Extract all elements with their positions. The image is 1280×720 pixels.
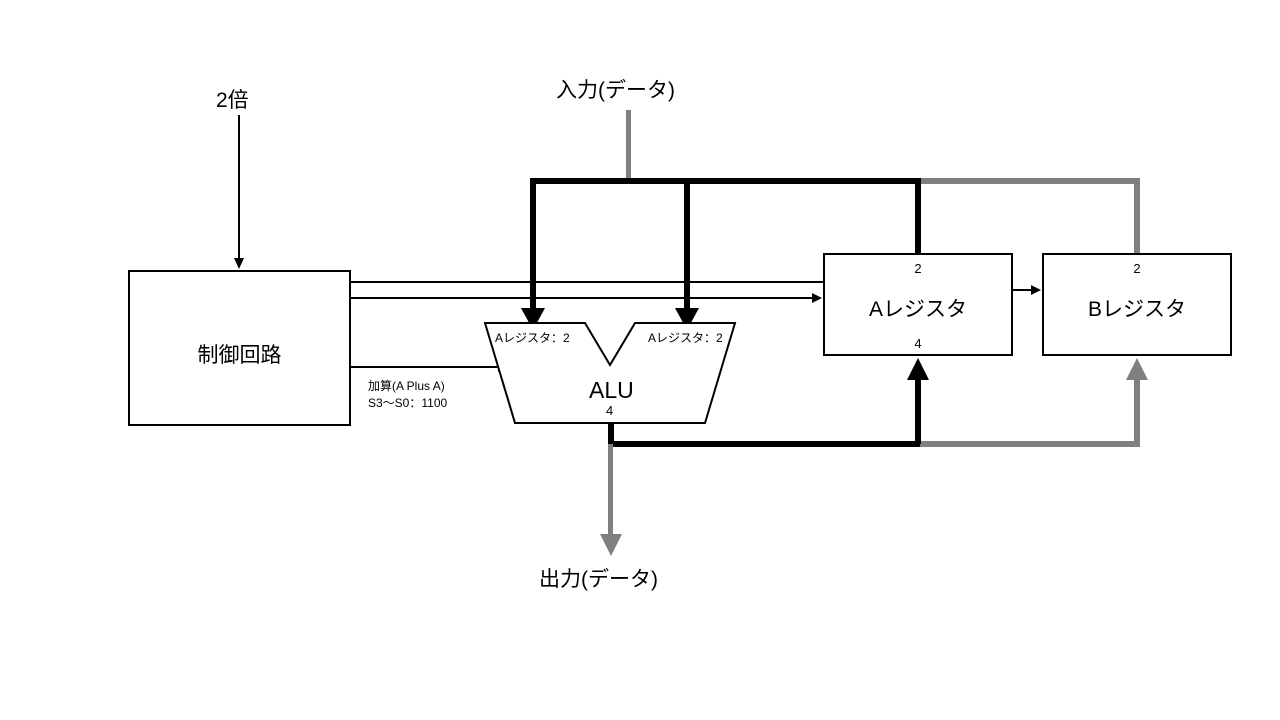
alu-input-right-label: Aレジスタ：2 (648, 331, 723, 345)
alu-output-drop-line (608, 422, 614, 447)
output-data-arrowhead (600, 534, 622, 556)
alu-outline (483, 322, 737, 424)
input-data-label: 入力(データ) (556, 79, 675, 102)
reg-a-to-reg-b-arrowhead (1031, 285, 1041, 295)
control-to-reg-a-arrowhead (812, 293, 822, 303)
diagram-title: 2倍 (216, 89, 249, 112)
bottom-bus-to-reg-b-arrowhead (1126, 358, 1148, 380)
bottom-bus-inactive-segment (920, 441, 1140, 447)
alu-block[interactable] (480, 318, 740, 428)
title-to-control-line (238, 115, 240, 260)
output-data-label: 出力(データ) (539, 568, 658, 591)
top-bus-inactive-segment (920, 178, 1140, 184)
control-to-reg-a-line-1 (351, 281, 823, 283)
reg-a-to-reg-b-line (1013, 289, 1033, 291)
output-data-line (608, 444, 613, 540)
control-circuit-label: 制御回路 (197, 344, 282, 367)
register-b-top-width-label: 2 (1133, 261, 1141, 276)
control-to-reg-a-line-2 (351, 297, 813, 299)
alu-output-width-label: 4 (606, 403, 614, 418)
register-b-label: Bレジスタ (1087, 298, 1186, 321)
register-a-block[interactable]: 2 Aレジスタ 4 (823, 253, 1013, 356)
control-signal-text: 加算(A Plus A) S3〜S0：1100 (368, 378, 447, 412)
bus-to-reg-b-line (1134, 178, 1140, 255)
bottom-bus-to-reg-a-line (915, 380, 921, 444)
bus-to-alu-right-line (684, 178, 690, 312)
register-b-block[interactable]: 2 Bレジスタ (1042, 253, 1232, 356)
control-signal-line-2: S3〜S0：1100 (368, 396, 448, 410)
control-to-alu-line (351, 366, 501, 368)
bus-to-reg-a-line (915, 178, 921, 255)
register-a-top-width-label: 2 (914, 261, 922, 276)
alu-input-left-label: Aレジスタ：2 (495, 331, 570, 345)
bottom-bus-active-segment (608, 441, 924, 447)
input-data-line (626, 110, 631, 182)
bottom-bus-to-reg-a-arrowhead (907, 358, 929, 380)
control-circuit-block[interactable]: 制御回路 (128, 270, 351, 426)
bus-to-alu-left-line (530, 178, 536, 312)
title-to-control-arrowhead (234, 258, 244, 269)
control-signal-line-1: 加算(A Plus A) (368, 379, 445, 393)
register-a-label: Aレジスタ (868, 298, 967, 321)
register-a-bottom-width-label: 4 (914, 336, 922, 351)
bottom-bus-to-reg-b-line (1134, 380, 1140, 444)
alu-label: ALU (589, 377, 634, 403)
top-bus-active-segment (530, 178, 924, 184)
